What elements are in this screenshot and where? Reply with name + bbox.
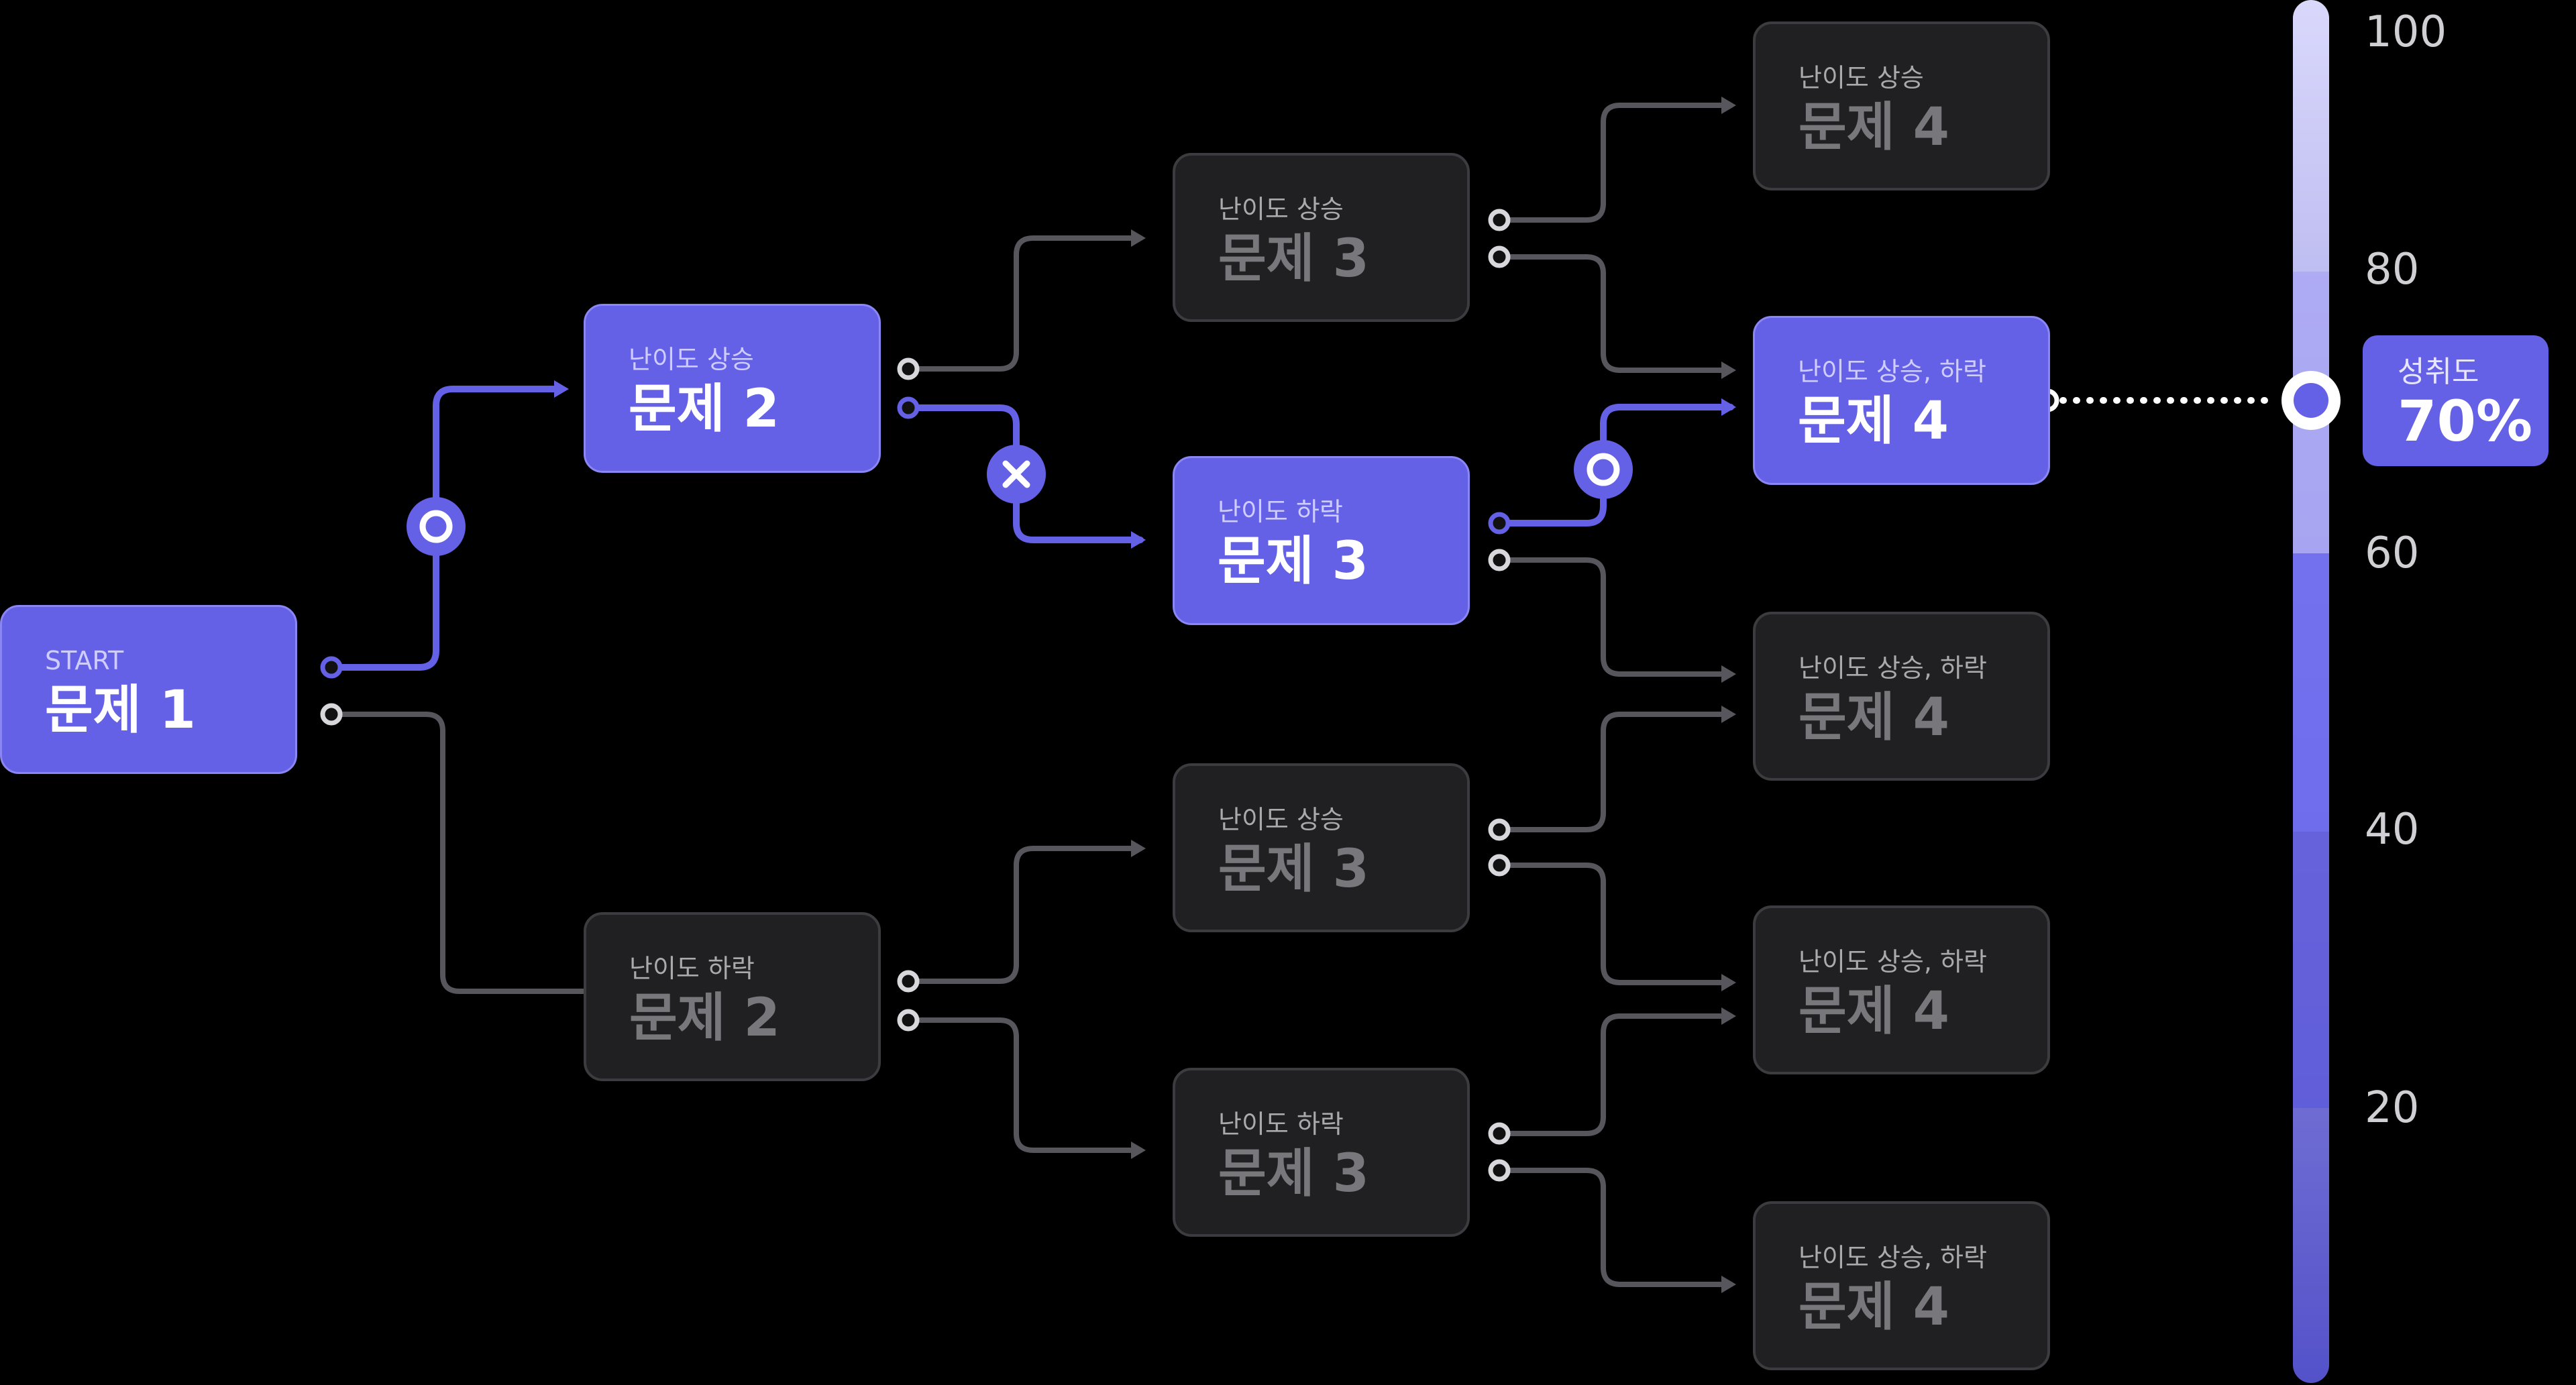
node-title: 문제 3 [1218,1144,1369,1204]
node-sub-label: 난이도 상승 [1218,195,1344,224]
node-problem-2-down[interactable]: 난이도 하락 문제 2 [584,912,881,1081]
port-dot [1488,549,1511,571]
link-n3d-n4e [1497,1013,1733,1136]
node-title: 문제 3 [1218,531,1368,592]
node-sub-label: 난이도 상승 [629,345,754,374]
scale-tick-label: 60 [2365,529,2420,578]
node-problem-2-up[interactable]: 난이도 상승 문제 2 [584,304,881,473]
port-dot [320,703,343,726]
port-dot [1488,1122,1511,1145]
port-dot [1488,512,1511,535]
node-title: 문제 1 [45,680,196,740]
correct-icon [407,497,466,556]
link-n3a-n4b [1497,254,1733,373]
node-problem-4-e[interactable]: 난이도 상승, 하락 문제 4 [1753,1201,2050,1370]
port-dot [897,1009,920,1032]
port-dot [1488,209,1511,231]
arrowhead [554,380,569,398]
arrowhead [1721,706,1736,723]
link-n1-n2b [329,712,586,994]
scale-tick-label: 20 [2365,1083,2420,1133]
link-n3d-n4f [1497,1168,1733,1287]
port-dot [897,970,920,993]
node-title: 문제 4 [1798,391,1949,451]
node-problem-3-down-b[interactable]: 난이도 하락 문제 3 [1173,1068,1470,1237]
link-n2b-n3d [906,1017,1143,1153]
arrowhead [1721,1276,1736,1293]
scale-thumb [2282,371,2341,430]
achievement-value: 70% [2398,388,2533,454]
node-sub-label: 난이도 상승, 하락 [1799,1243,1987,1272]
node-title: 문제 2 [629,379,780,439]
correct-icon [1574,440,1633,499]
node-sub-label: 난이도 상승, 하락 [1799,947,1987,977]
x-icon [987,445,1046,504]
node-sub-label: 난이도 하락 [1218,497,1343,527]
port-dot [1488,854,1511,877]
achievement-scale-bar [2293,0,2329,1383]
port-dot [320,656,343,679]
achievement-label: 성취도 [2398,355,2479,389]
node-problem-3-up-a[interactable]: 난이도 상승 문제 3 [1173,153,1470,322]
link-n3c-n4c [1497,712,1733,832]
achievement-badge: 성취도 70% [2363,335,2548,466]
arrowhead [1721,665,1736,683]
node-title: 문제 3 [1218,839,1369,899]
arrowhead [1131,840,1146,857]
node-sub-label: 난이도 상승 [1799,63,1924,93]
port-dot [1488,1159,1511,1182]
port-dot [897,357,920,380]
arrowhead [1131,229,1146,247]
port-dot [897,396,920,419]
node-title: 문제 4 [1799,97,1949,158]
node-sub-label: 난이도 상승, 하락 [1798,357,1986,386]
node-title: 문제 4 [1799,1277,1949,1337]
node-title: 문제 4 [1799,687,1949,748]
node-sub-label: 난이도 상승 [1218,805,1344,834]
link-n2b-n3c [906,846,1143,984]
arrowhead [1721,974,1736,991]
node-title: 문제 3 [1218,229,1369,289]
port-dot [1488,245,1511,268]
link-n3c-n4d [1497,863,1733,985]
arrowhead [1721,398,1736,416]
node-problem-4-c[interactable]: 난이도 상승, 하락 문제 4 [1753,612,2050,781]
node-problem-4-b[interactable]: 난이도 상승, 하락 문제 4 [1753,316,2050,485]
node-problem-4-d[interactable]: 난이도 상승, 하락 문제 4 [1753,905,2050,1074]
link-n3a-n4a [1497,103,1733,223]
arrowhead [1721,362,1736,379]
arrowhead [1721,1007,1736,1025]
node-problem-3-down-a[interactable]: 난이도 하락 문제 3 [1173,456,1470,625]
node-start-problem-1[interactable]: START 문제 1 [0,605,297,774]
scale-tick-label: 100 [2365,7,2447,57]
link-n3b-n4c [1497,557,1733,677]
port-dot [1488,818,1511,841]
node-sub-label: 난이도 하락 [629,954,755,983]
node-title: 문제 4 [1799,981,1949,1042]
node-sub-label: 난이도 하락 [1218,1109,1344,1139]
arrowhead [1721,97,1736,114]
link-n2a-n3a [906,235,1143,372]
arrowhead [1131,531,1146,549]
node-problem-4-a[interactable]: 난이도 상승 문제 4 [1753,21,2050,190]
arrowhead [1131,1142,1146,1159]
scale-tick-label: 40 [2365,805,2420,854]
node-sub-label: 난이도 상승, 하락 [1799,653,1987,683]
node-problem-3-up-b[interactable]: 난이도 상승 문제 3 [1173,763,1470,932]
scale-tick-label: 80 [2365,245,2420,294]
node-title: 문제 2 [629,988,780,1048]
node-sub-label: START [45,646,124,675]
